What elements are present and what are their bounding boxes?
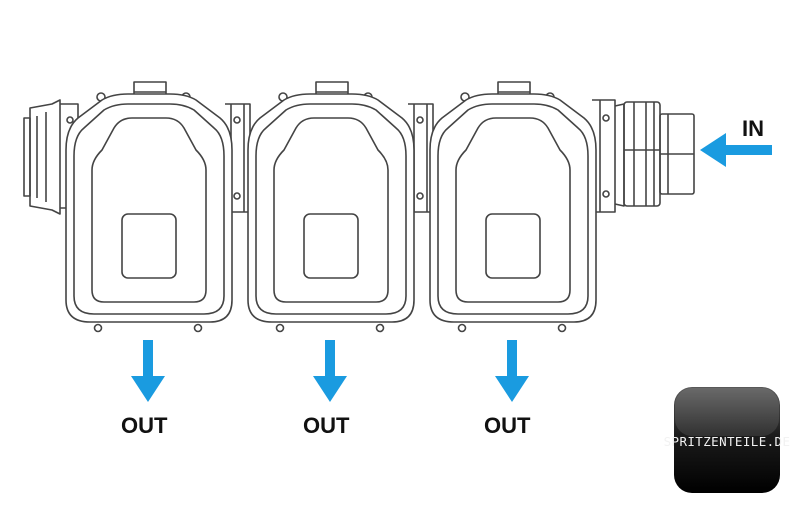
inlet-label: IN <box>742 116 764 141</box>
inlet-fitting <box>592 99 695 213</box>
spritzenteile-logo: SPRITZENTEILE.DE <box>664 387 791 493</box>
outlet-label-1: OUT <box>121 413 168 438</box>
valve-body-2 <box>247 81 415 333</box>
outlet-arrow-2 <box>313 340 347 402</box>
inlet-arrow <box>700 133 772 167</box>
valve-body-3 <box>429 81 597 333</box>
outlet-arrow-1 <box>131 340 165 402</box>
valve-body-1 <box>65 81 233 333</box>
outlet-label-3: OUT <box>484 413 531 438</box>
outlet-label-2: OUT <box>303 413 350 438</box>
outlet-arrow-3 <box>495 340 529 402</box>
logo-text: SPRITZENTEILE.DE <box>664 434 791 449</box>
